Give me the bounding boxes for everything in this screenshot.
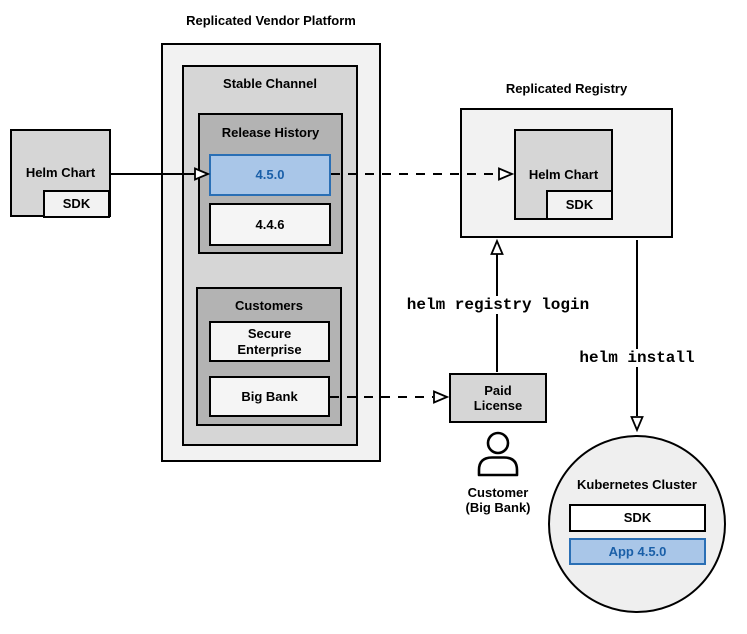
helm-chart-source-label: Helm Chart (25, 165, 96, 181)
customers-label: Customers (235, 298, 303, 313)
helm-chart-source-sdk-label: SDK (62, 196, 91, 212)
version-446-label: 4.4.6 (255, 216, 285, 232)
paid-license-label-line2: License (473, 398, 523, 413)
customer-secure-enterprise-label: Secure Enterprise (237, 326, 302, 357)
helm-install-command: helm install (576, 349, 698, 367)
stable-channel-label: Stable Channel (223, 76, 317, 91)
customer-caption: Customer (Big Bank) (448, 485, 548, 516)
person-icon (477, 431, 519, 477)
kubernetes-sdk-box: SDK (569, 504, 706, 532)
registry-helm-chart-label: Helm Chart (528, 166, 599, 182)
version-450-label: 4.5.0 (255, 167, 285, 183)
kubernetes-app-label: App 4.5.0 (608, 543, 667, 559)
helm-registry-login-command: helm registry login (402, 296, 594, 314)
kubernetes-app-box: App 4.5.0 (569, 538, 706, 565)
paid-license-box: Paid License (449, 373, 547, 423)
customer-caption-line2: (Big Bank) (465, 500, 531, 516)
version-450-box: 4.5.0 (209, 154, 331, 196)
vendor-platform-title: Replicated Vendor Platform (186, 13, 356, 28)
kubernetes-cluster-title: Kubernetes Cluster (577, 477, 697, 492)
customer-secure-enterprise-box: Secure Enterprise (209, 321, 330, 362)
release-history-label: Release History (221, 125, 320, 140)
paid-license-label-line1: Paid (484, 382, 512, 398)
customer-caption-line1: Customer (467, 485, 529, 500)
version-446-box: 4.4.6 (209, 203, 331, 246)
registry-title: Replicated Registry (505, 81, 628, 96)
helm-install-arrow (630, 240, 644, 433)
kubernetes-sdk-label: SDK (623, 510, 652, 526)
registry-sdk-label: SDK (565, 197, 594, 213)
customer-big-bank-label: Big Bank (241, 388, 298, 404)
helm-chart-source-sdk-box: SDK (43, 190, 110, 218)
customer-big-bank-box: Big Bank (209, 376, 330, 417)
registry-sdk-box: SDK (546, 190, 613, 220)
